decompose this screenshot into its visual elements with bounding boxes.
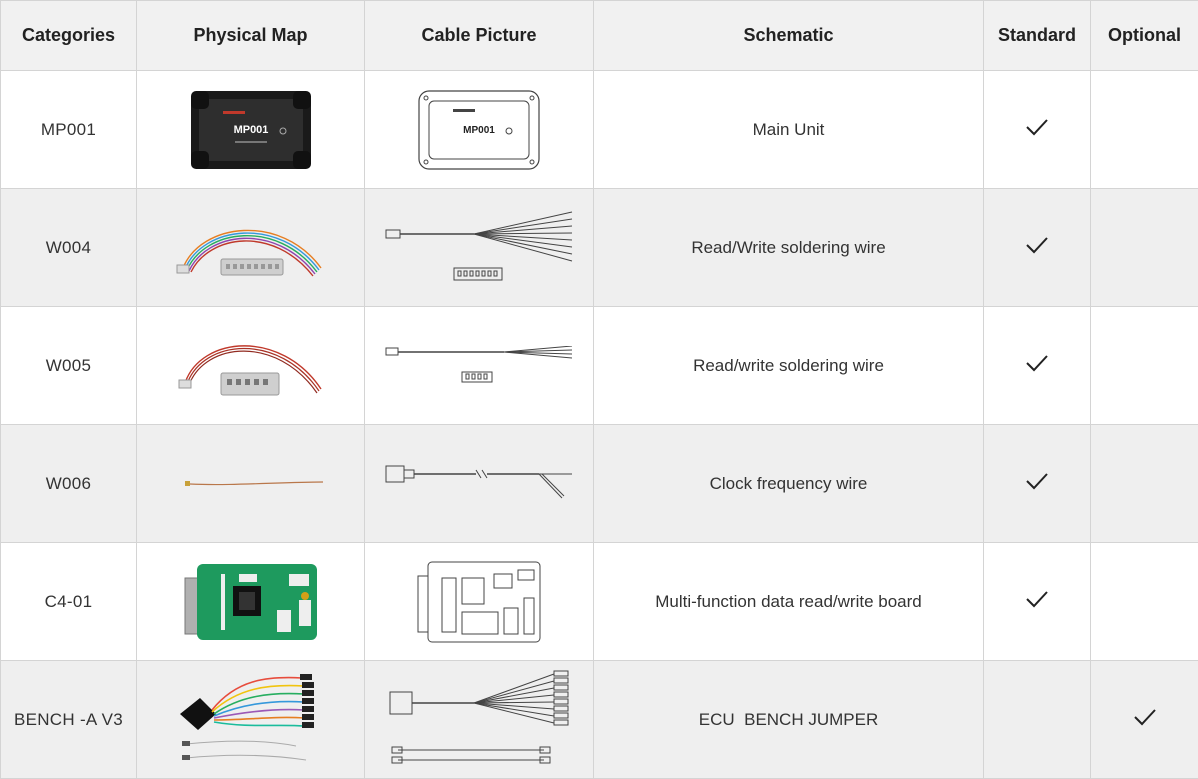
table-row: C4-01 — [1, 543, 1198, 661]
optional-cell — [1091, 307, 1198, 425]
schematic-cell: Read/write soldering wire — [594, 307, 984, 425]
checkmark-icon — [1024, 232, 1050, 258]
physical-map-cell: MP001 — [137, 71, 365, 189]
category-cell: MP001 — [1, 71, 137, 189]
schematic-cell: Main Unit — [594, 71, 984, 189]
category-cell: W005 — [1, 307, 137, 425]
cable-picture-cell — [365, 425, 594, 543]
category-cell: BENCH -A V3 — [1, 661, 137, 779]
cable-picture-cell — [365, 661, 594, 779]
physical-map-cell — [137, 425, 365, 543]
optional-cell — [1091, 71, 1198, 189]
standard-cell — [984, 189, 1091, 307]
physical-map-cell — [137, 307, 365, 425]
schematic-cell: ECU BENCH JUMPER — [594, 661, 984, 779]
table-row: MP001 MP001 — [1, 71, 1198, 189]
header-categories: Categories — [1, 1, 137, 71]
optional-cell — [1091, 425, 1198, 543]
w005-line-drawing — [384, 346, 574, 386]
c4-01-board-photo — [181, 560, 321, 644]
category-cell: C4-01 — [1, 543, 137, 661]
device-model-label: MP001 — [233, 124, 268, 136]
physical-map-cell — [137, 661, 365, 779]
physical-map-cell — [137, 189, 365, 307]
header-optional: Optional — [1091, 1, 1198, 71]
checkmark-icon — [1024, 586, 1050, 612]
w004-wire-photo — [171, 213, 331, 283]
standard-cell — [984, 71, 1091, 189]
physical-map-cell — [137, 543, 365, 661]
header-cable-picture: Cable Picture — [365, 1, 594, 71]
optional-cell — [1091, 661, 1198, 779]
table-row: W004 — [1, 189, 1198, 307]
checkmark-icon — [1024, 350, 1050, 376]
header-physical-map: Physical Map — [137, 1, 365, 71]
checkmark-icon — [1024, 114, 1050, 140]
bench-jumper-line-drawing — [384, 670, 574, 770]
table-row: BENCH -A V3 — [1, 661, 1198, 779]
standard-cell — [984, 543, 1091, 661]
w006-line-drawing — [384, 464, 574, 504]
checkmark-icon — [1024, 468, 1050, 494]
schematic-cell: Read/Write soldering wire — [594, 189, 984, 307]
header-standard: Standard — [984, 1, 1091, 71]
header-row: Categories Physical Map Cable Picture Sc… — [1, 1, 1198, 71]
header-schematic: Schematic — [594, 1, 984, 71]
standard-cell — [984, 661, 1091, 779]
mp001-line-drawing: MP001 — [417, 89, 541, 171]
cable-picture-cell — [365, 189, 594, 307]
cable-picture-cell — [365, 307, 594, 425]
checkmark-icon — [1132, 704, 1158, 730]
c4-01-line-drawing — [414, 560, 544, 644]
standard-cell — [984, 425, 1091, 543]
cable-picture-cell — [365, 543, 594, 661]
drawing-model-label: MP001 — [463, 125, 495, 136]
table-row: W006 Clock frequency — [1, 425, 1198, 543]
optional-cell — [1091, 189, 1198, 307]
schematic-cell: Clock frequency wire — [594, 425, 984, 543]
cable-picture-cell: MP001 — [365, 71, 594, 189]
w006-wire-photo — [171, 474, 331, 494]
category-cell: W004 — [1, 189, 137, 307]
bench-jumper-photo — [176, 670, 326, 770]
table-row: W005 — [1, 307, 1198, 425]
standard-cell — [984, 307, 1091, 425]
mp001-device-photo: MP001 — [189, 89, 313, 171]
schematic-cell: Multi-function data read/write board — [594, 543, 984, 661]
w005-wire-photo — [171, 331, 331, 401]
category-cell: W006 — [1, 425, 137, 543]
optional-cell — [1091, 543, 1198, 661]
w004-line-drawing — [384, 210, 574, 286]
